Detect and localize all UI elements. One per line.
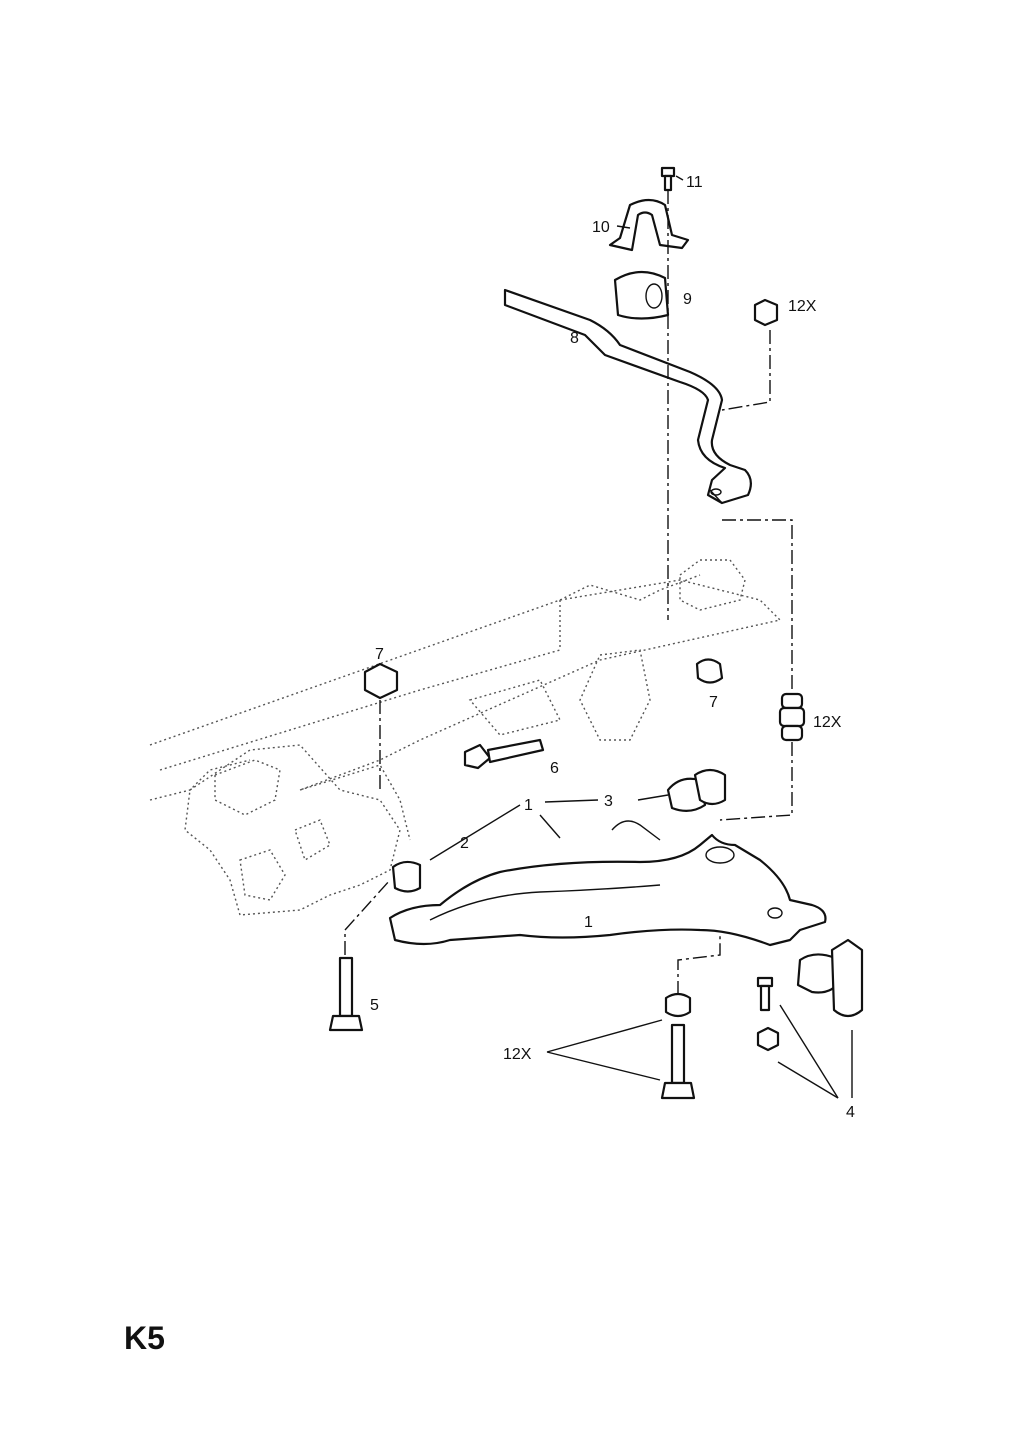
bolt-11 — [660, 166, 676, 192]
callout-6: 6 — [550, 760, 559, 777]
callout-7-left: 7 — [375, 646, 384, 663]
clamp-bracket — [608, 198, 690, 252]
nut-4 — [756, 1026, 780, 1052]
assembly-axes — [344, 190, 793, 995]
bushing-12x-bottom — [664, 992, 692, 1018]
bolt-4 — [756, 976, 774, 1012]
callout-12x-top: 12X — [788, 298, 817, 315]
bolt-5 — [328, 956, 364, 1032]
nut-7-left — [363, 662, 399, 700]
callout-7-right: 7 — [709, 694, 718, 711]
stabilizer-bar — [503, 288, 752, 505]
bolt-6 — [463, 738, 545, 770]
nut-7-right — [695, 658, 724, 684]
callout-9: 9 — [683, 291, 692, 308]
page-code: K5 — [124, 1320, 165, 1356]
ball-joint — [796, 938, 864, 1018]
callout-3: 3 — [604, 793, 613, 810]
callout-12x-bottom: 12X — [503, 1046, 532, 1063]
control-arm — [388, 820, 827, 947]
callouts: 11 10 9 12X 8 7 7 12X 6 1 3 2 1 5 12X 4 — [370, 174, 855, 1121]
callout-1-mid: 1 — [584, 914, 593, 931]
bushing-9 — [613, 270, 670, 320]
bushing-3 — [666, 768, 727, 812]
callout-12x-right: 12X — [813, 714, 842, 731]
bushing-12x-right — [778, 692, 806, 742]
callout-8: 8 — [570, 330, 579, 347]
leader-lines — [429, 175, 853, 1099]
callout-10: 10 — [592, 219, 610, 236]
callout-4: 4 — [846, 1104, 855, 1121]
nut-12x-top — [753, 298, 779, 327]
bushing-2 — [391, 860, 422, 893]
bolt-12x-bottom — [660, 1023, 696, 1100]
callout-5: 5 — [370, 997, 379, 1014]
subframe — [149, 559, 782, 916]
callout-1-top: 1 — [524, 797, 533, 814]
callout-11: 11 — [686, 174, 703, 191]
callout-2: 2 — [460, 835, 469, 852]
